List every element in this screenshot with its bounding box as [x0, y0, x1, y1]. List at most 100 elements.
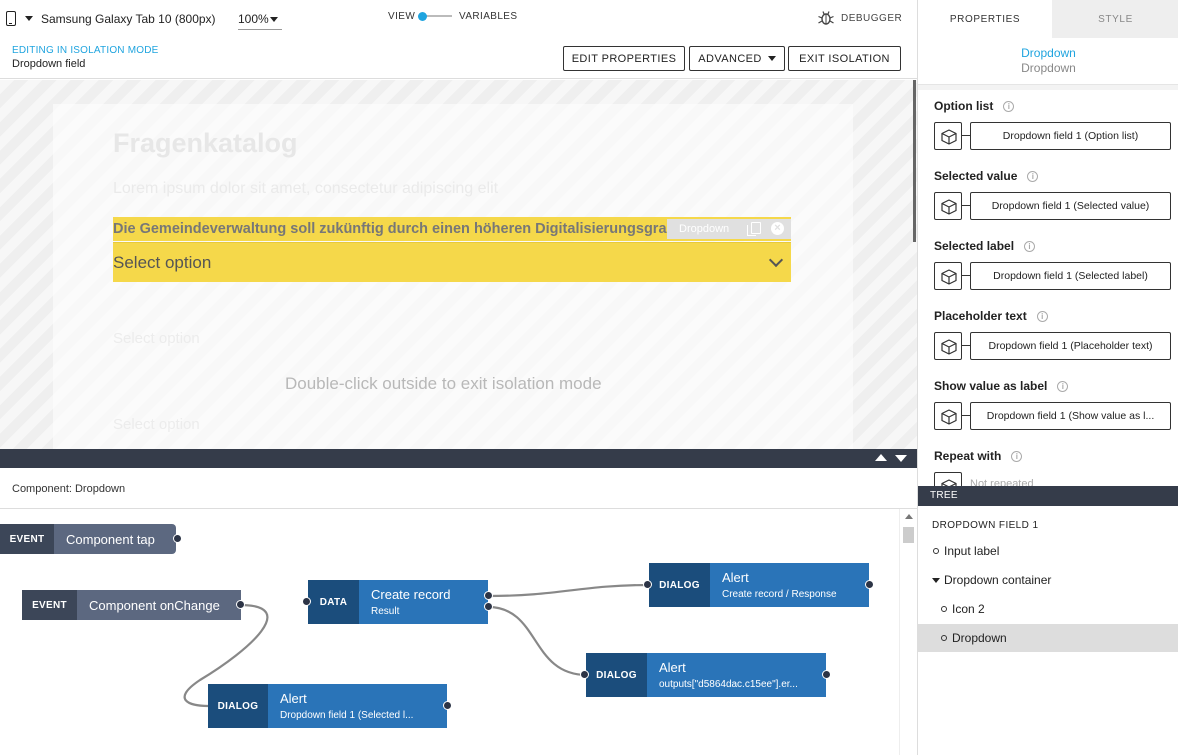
dialog-node-alert-response[interactable]: DIALOG Alert Create record / Response	[649, 563, 869, 607]
divider	[918, 84, 1178, 90]
data-node-create-record[interactable]: DATA Create record Result	[308, 580, 488, 624]
dropdown-field[interactable]: Select option	[113, 242, 791, 282]
tree-root-title: DROPDOWN FIELD 1	[932, 520, 1039, 531]
input-port[interactable]	[580, 670, 589, 679]
tree-item-dropdown[interactable]: Dropdown	[918, 624, 1178, 652]
node-dot-icon	[941, 606, 947, 612]
node-title: Alert	[280, 691, 307, 706]
formula-icon[interactable]	[934, 332, 962, 360]
output-port[interactable]	[484, 602, 493, 611]
zoom-selector[interactable]: 100%	[238, 12, 282, 30]
tab-style[interactable]: STYLE	[1098, 13, 1133, 25]
variables-toggle-label[interactable]: VARIABLES	[459, 11, 518, 22]
property-label-text: Option list	[934, 99, 994, 113]
selected-component-name[interactable]: Dropdown	[1021, 46, 1076, 60]
info-icon[interactable]: i	[1057, 380, 1069, 392]
view-variables-toggle[interactable]	[418, 12, 427, 21]
binding-value-button[interactable]: Dropdown field 1 (Selected label)	[970, 262, 1171, 290]
dropdown-label-row[interactable]: Die Gemeindeverwaltung soll zukünftig du…	[113, 217, 791, 241]
tablet-icon[interactable]	[6, 11, 16, 26]
logic-title: Component: Dropdown	[12, 483, 126, 495]
node-body: Alert outputs["d5864dac.c15ee"].er...	[647, 653, 826, 697]
output-port[interactable]	[822, 670, 831, 679]
collapse-down-icon[interactable]	[895, 455, 907, 462]
input-port[interactable]	[302, 597, 311, 606]
chevron-down-icon	[768, 252, 784, 268]
device-dropdown-caret-icon[interactable]	[25, 16, 33, 21]
copy-icon[interactable]	[747, 222, 761, 236]
formula-icon[interactable]	[934, 262, 962, 290]
info-icon[interactable]: i	[1011, 450, 1023, 462]
binding-value-button[interactable]: Dropdown field 1 (Placeholder text)	[970, 332, 1171, 360]
node-dot-icon	[941, 635, 947, 641]
view-variables-toggle-track[interactable]	[422, 15, 452, 17]
event-node-component-onchange[interactable]: EVENT Component onChange	[22, 590, 241, 620]
output-port[interactable]	[865, 580, 874, 589]
editor-canvas[interactable]: Fragenkatalog Lorem ipsum dolor sit amet…	[0, 80, 917, 449]
close-icon[interactable]: ×	[771, 222, 784, 235]
zoom-caret-icon[interactable]	[270, 17, 278, 22]
dialog-node-alert-selected[interactable]: DIALOG Alert Dropdown field 1 (Selected …	[208, 684, 447, 728]
advanced-button-label: ADVANCED	[698, 52, 762, 65]
node-label: Component tap	[54, 524, 176, 554]
formula-icon[interactable]	[934, 402, 962, 430]
logic-canvas[interactable]: EVENT Component tap EVENT Component onCh…	[0, 509, 917, 755]
scroll-up-icon[interactable]	[905, 514, 913, 519]
output-port[interactable]	[173, 534, 182, 543]
property-binding: Dropdown field 1 (Option list)	[934, 122, 1172, 150]
formula-icon[interactable]	[934, 122, 962, 150]
tab-properties[interactable]: PROPERTIES	[918, 0, 1052, 38]
input-port[interactable]	[643, 580, 652, 589]
panel-splitter[interactable]	[0, 449, 917, 468]
exit-isolation-button[interactable]: EXIT ISOLATION	[788, 46, 901, 71]
node-subtitle: Create record / Response	[722, 589, 837, 600]
output-port[interactable]	[484, 591, 493, 600]
node-tag: DIALOG	[586, 653, 647, 697]
connector-line	[962, 275, 970, 276]
tree-item-dropdown-container[interactable]: Dropdown container	[918, 566, 1178, 594]
tree-header[interactable]: TREE	[918, 486, 1178, 506]
formula-icon[interactable]	[934, 472, 962, 486]
output-port[interactable]	[236, 600, 245, 609]
info-icon[interactable]: i	[1036, 310, 1048, 322]
advanced-button[interactable]: ADVANCED	[689, 46, 785, 71]
node-title: Alert	[659, 660, 686, 675]
info-icon[interactable]: i	[1003, 100, 1015, 112]
binding-value-button[interactable]: Dropdown field 1 (Selected value)	[970, 192, 1171, 220]
expand-triangle-icon[interactable]	[932, 577, 940, 583]
dropdown-placeholder: Select option	[113, 253, 212, 272]
view-toggle-label[interactable]: VIEW	[388, 11, 416, 22]
device-selector[interactable]: Samsung Galaxy Tab 10 (800px)	[41, 12, 216, 26]
output-port[interactable]	[443, 701, 452, 710]
expand-up-icon[interactable]	[875, 454, 887, 461]
tree-item-input-label[interactable]: Input label	[918, 537, 1178, 565]
node-tag: EVENT	[22, 590, 77, 620]
edit-properties-button[interactable]: EDIT PROPERTIES	[563, 46, 685, 71]
scroll-thumb[interactable]	[903, 527, 914, 543]
info-icon[interactable]: i	[1024, 240, 1036, 252]
debugger-button[interactable]: DEBUGGER	[841, 13, 903, 24]
binding-value-button[interactable]: Dropdown field 1 (Option list)	[970, 122, 1171, 150]
node-tag: DIALOG	[208, 684, 268, 728]
formula-icon[interactable]	[934, 192, 962, 220]
info-icon[interactable]: i	[1027, 170, 1039, 182]
dialog-node-alert-error[interactable]: DIALOG Alert outputs["d5864dac.c15ee"].e…	[586, 653, 826, 697]
node-subtitle: outputs["d5864dac.c15ee"].er...	[659, 679, 798, 690]
isolation-hint: Double-click outside to exit isolation m…	[285, 374, 602, 393]
property-binding: Dropdown field 1 (Show value as l...	[934, 402, 1172, 430]
panel-tabs: PROPERTIES STYLE	[918, 0, 1178, 38]
node-subtitle: Result	[371, 606, 400, 617]
logic-scrollbar[interactable]	[899, 509, 917, 755]
binding-value-button[interactable]: Dropdown field 1 (Show value as l...	[970, 402, 1171, 430]
connector-line	[962, 135, 970, 136]
node-title: Alert	[722, 570, 749, 585]
canvas-scrollbar[interactable]	[913, 80, 916, 242]
event-node-component-tap[interactable]: EVENT Component tap	[0, 524, 176, 554]
bug-icon[interactable]	[818, 11, 834, 25]
node-dot-icon	[933, 548, 939, 554]
tree-item-icon-2[interactable]: Icon 2	[918, 595, 1178, 623]
